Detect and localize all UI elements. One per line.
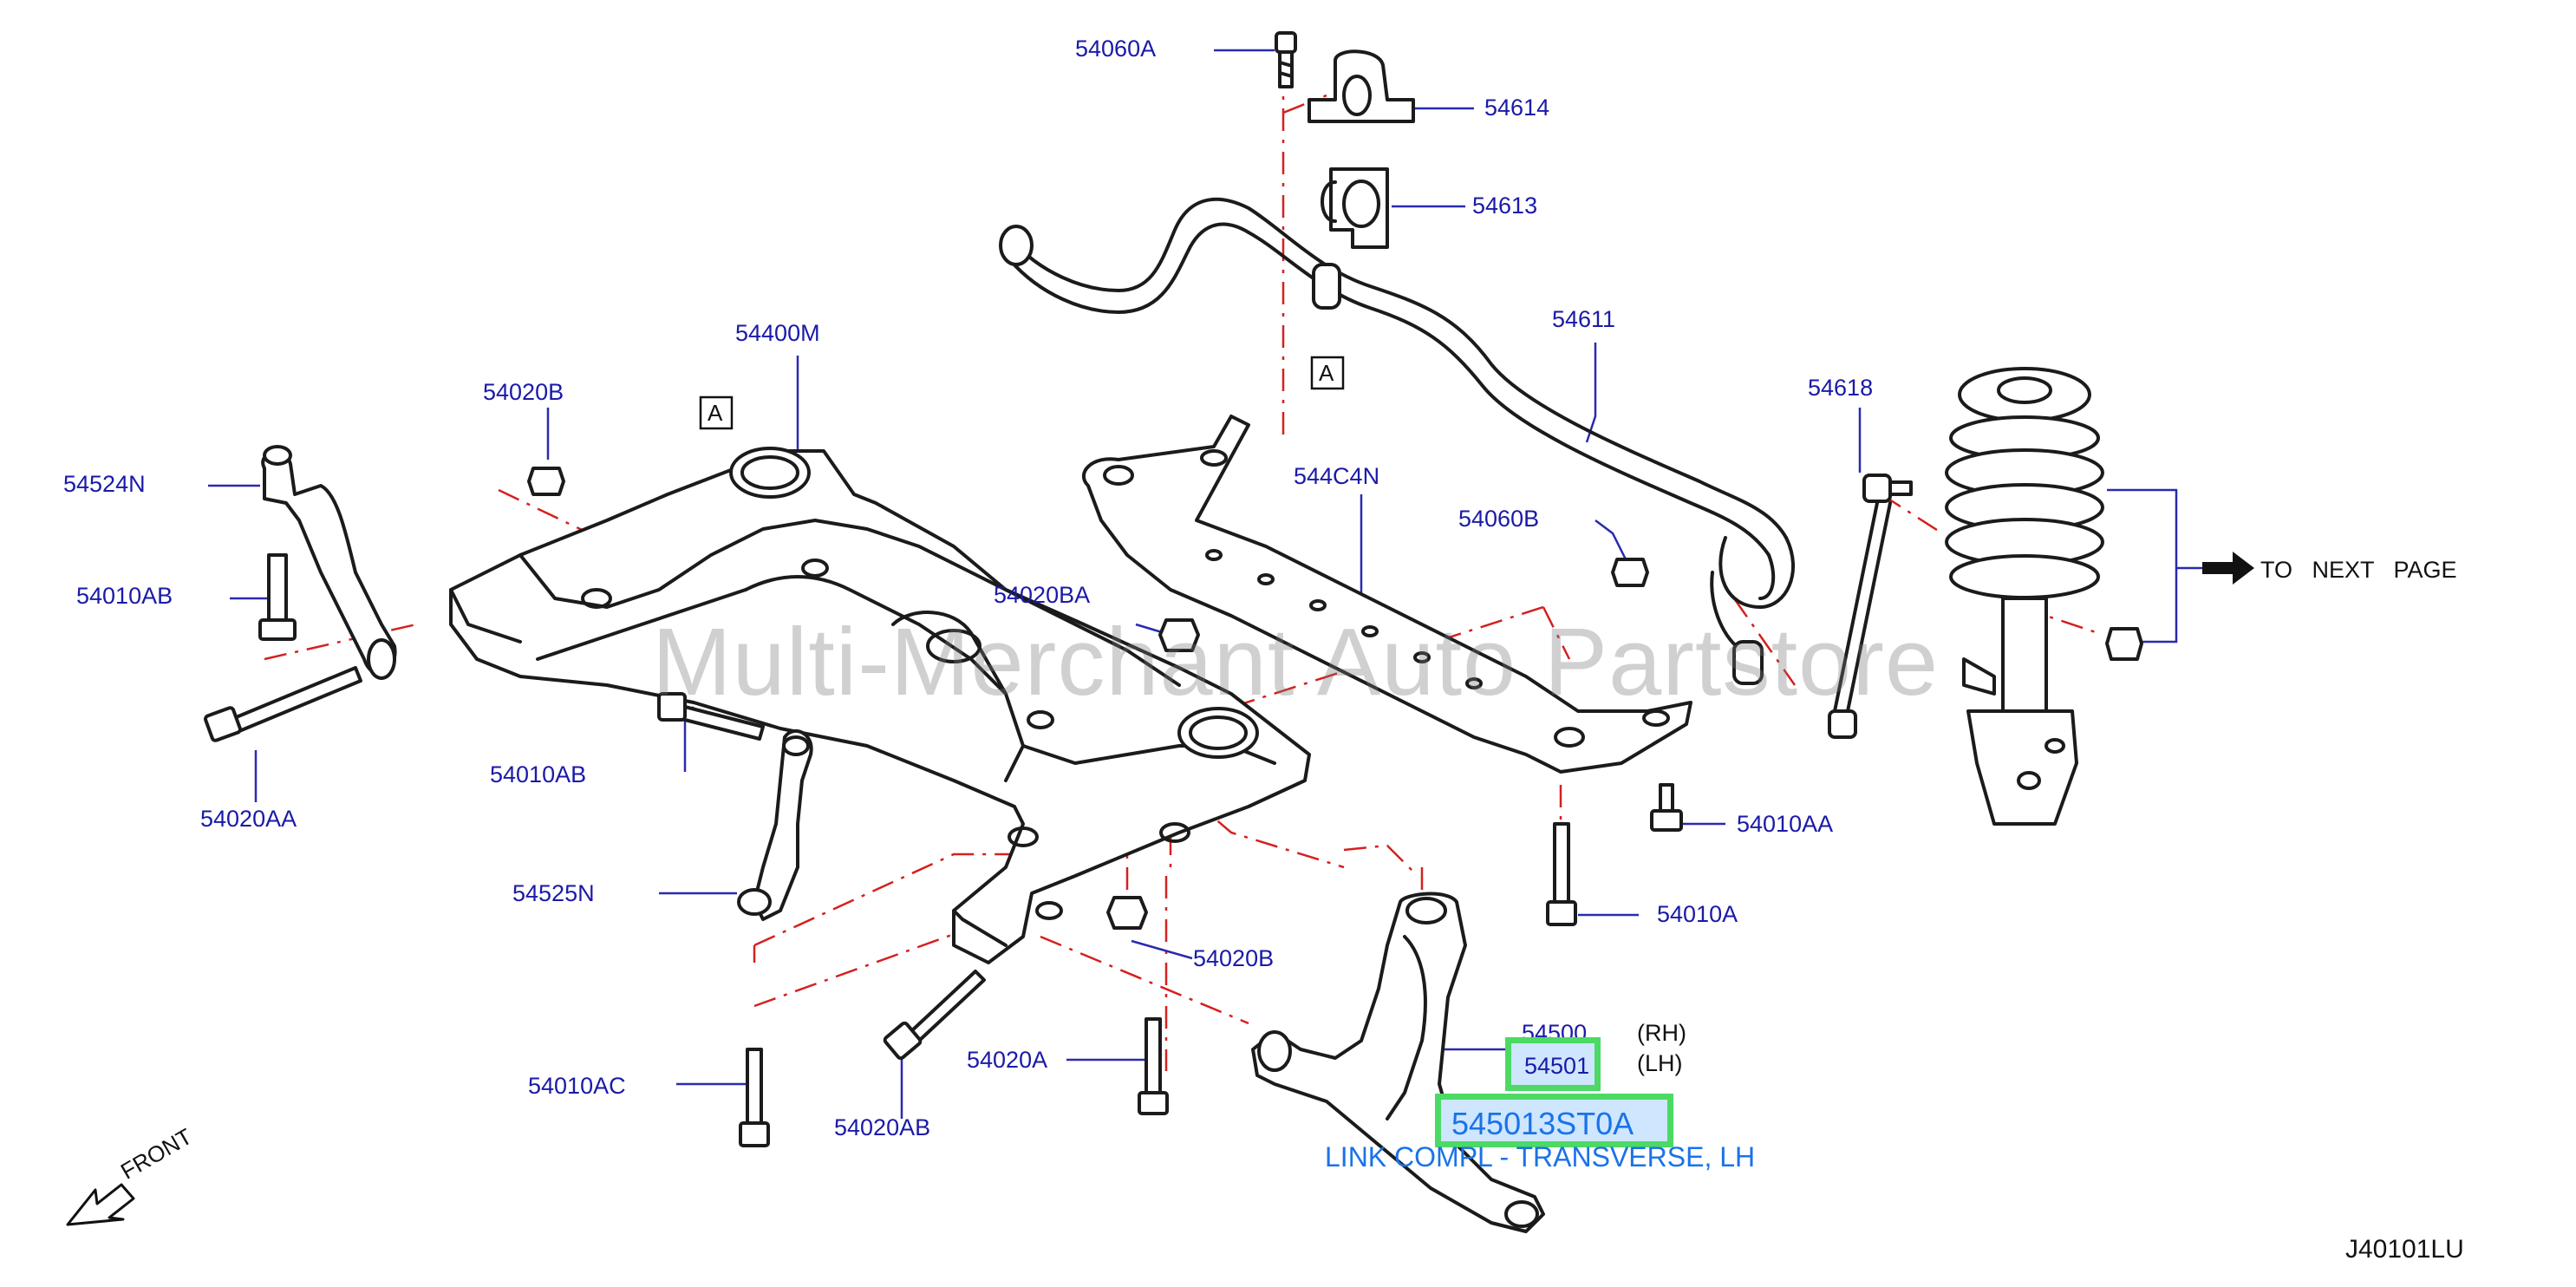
ref-box-a-right-label: A — [1319, 360, 1334, 386]
label-54614[interactable]: 54614 — [1484, 95, 1550, 121]
label-54611[interactable]: 54611 — [1552, 306, 1616, 332]
label-54060b[interactable]: 54060B — [1458, 506, 1540, 532]
transverse-link — [1251, 892, 1545, 1233]
label-54501[interactable]: 54501 — [1524, 1053, 1590, 1079]
label-544c4n[interactable]: 544C4N — [1294, 463, 1380, 489]
highlight-54501-fill — [1511, 1043, 1595, 1085]
leader-lines — [208, 49, 2202, 1119]
front-arrow-icon — [66, 1183, 135, 1226]
label-54400m[interactable]: 54400M — [735, 320, 820, 346]
fasteners — [204, 467, 2143, 1147]
arrow-right-icon — [2202, 552, 2254, 585]
watermark: Multi-Merchant Auto Partstore — [652, 609, 1940, 715]
highlight-part-number-fill — [1441, 1100, 1667, 1141]
label-54010ab-left[interactable]: 54010AB — [76, 583, 173, 609]
label-54613[interactable]: 54613 — [1472, 193, 1538, 219]
stabilizer-bar — [999, 197, 1796, 685]
diagram-code: J40101LU — [2345, 1235, 2464, 1264]
label-54020b-bottom[interactable]: 54020B — [1193, 945, 1275, 971]
label-54060a[interactable]: 54060A — [1075, 36, 1157, 62]
label-54010ac[interactable]: 54010AC — [528, 1073, 626, 1099]
highlight-54501[interactable]: 54501 — [1505, 1037, 1601, 1091]
stabilizer-clamp — [1308, 49, 1415, 123]
label-rh: (RH) — [1637, 1020, 1686, 1046]
label-lh: (LH) — [1637, 1050, 1683, 1076]
ref-box-a-right — [1310, 356, 1345, 390]
label-54020ab[interactable]: 54020AB — [834, 1114, 931, 1140]
member-544c4n — [1081, 415, 1692, 774]
subframe — [449, 447, 1311, 964]
link-54524n — [261, 445, 397, 680]
label-54524n[interactable]: 54524N — [63, 471, 146, 497]
label-54525n[interactable]: 54525N — [512, 880, 595, 906]
ref-box-a-left-label: A — [708, 400, 723, 426]
label-54010a[interactable]: 54010A — [1657, 901, 1738, 927]
label-54010aa[interactable]: 54010AA — [1737, 811, 1834, 837]
label-54020b-top[interactable]: 54020B — [483, 379, 564, 405]
link-54525n — [737, 728, 813, 921]
label-54618[interactable]: 54618 — [1808, 375, 1874, 401]
label-54020aa[interactable]: 54020AA — [200, 806, 297, 832]
stabilizer-link — [1828, 474, 1913, 739]
part-number[interactable]: 545013ST0A — [1451, 1106, 1634, 1141]
stabilizer-bushing — [1321, 167, 1389, 249]
strut-assembly — [1945, 367, 2104, 826]
highlight-part-number[interactable]: 545013ST0A — [1435, 1094, 1673, 1147]
bolt-54060a — [1275, 31, 1297, 88]
label-54020ba[interactable]: 54020BA — [994, 582, 1091, 608]
label-54010ab-mid[interactable]: 54010AB — [490, 761, 587, 787]
label-54020a[interactable]: 54020A — [967, 1047, 1048, 1073]
part-description: LINK COMPL - TRANSVERSE, LH — [1325, 1141, 1756, 1173]
to-next-page[interactable]: TO NEXT PAGE — [2260, 557, 2457, 583]
ref-box-a-left — [699, 395, 734, 430]
